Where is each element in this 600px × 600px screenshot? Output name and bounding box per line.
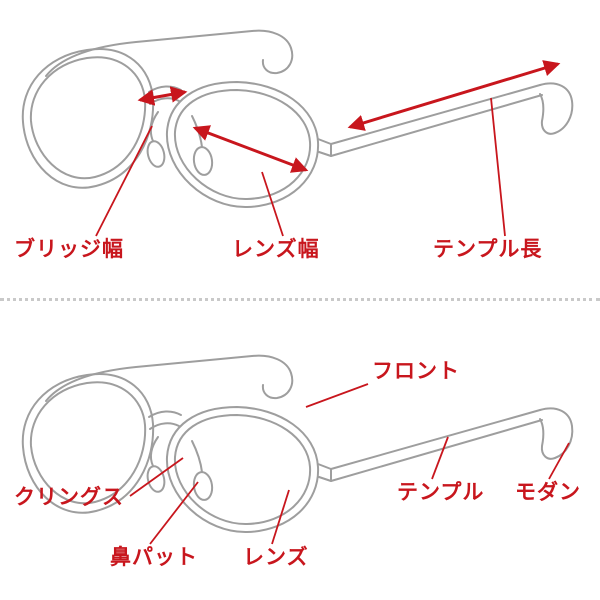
measurements-illustration	[21, 29, 574, 237]
label-lens: レンズ	[243, 546, 309, 569]
lens-width-leader	[261, 171, 284, 237]
label-temple: テンプル	[397, 481, 485, 504]
label-bridge-width: ブリッジ幅	[14, 238, 124, 261]
lens-leader	[271, 489, 290, 545]
modan-leader	[548, 442, 570, 480]
label-front: フロント	[372, 360, 460, 383]
label-temple-length: テンプル長	[433, 238, 543, 261]
panel-part-names: フロント クリングス 鼻パット レンズ テンプル モダン	[0, 300, 600, 600]
glasses-illustration-top	[21, 29, 574, 209]
front-leader	[305, 383, 369, 408]
leader-lines-bottom	[129, 383, 570, 545]
measurement-arrows	[137, 60, 561, 173]
bridge-width-leader	[95, 125, 153, 237]
temple-leader	[431, 436, 449, 480]
temple-length-leader	[490, 97, 506, 237]
lens-width-arrow	[192, 125, 309, 173]
temple-length-arrow	[347, 60, 561, 131]
parts-illustration	[21, 354, 574, 545]
bridge-width-arrow	[137, 86, 188, 106]
label-modan: モダン	[515, 481, 581, 504]
label-clings: クリングス	[14, 486, 124, 509]
label-nose-pad: 鼻パット	[110, 546, 198, 569]
label-lens-width: レンズ幅	[232, 238, 320, 261]
leader-lines-top	[95, 97, 506, 237]
nose-pad-leader	[149, 481, 199, 545]
clings-leader	[129, 457, 184, 497]
panel-divider	[0, 298, 600, 301]
panel-measurements: ブリッジ幅 レンズ幅 テンプル長	[14, 29, 574, 261]
